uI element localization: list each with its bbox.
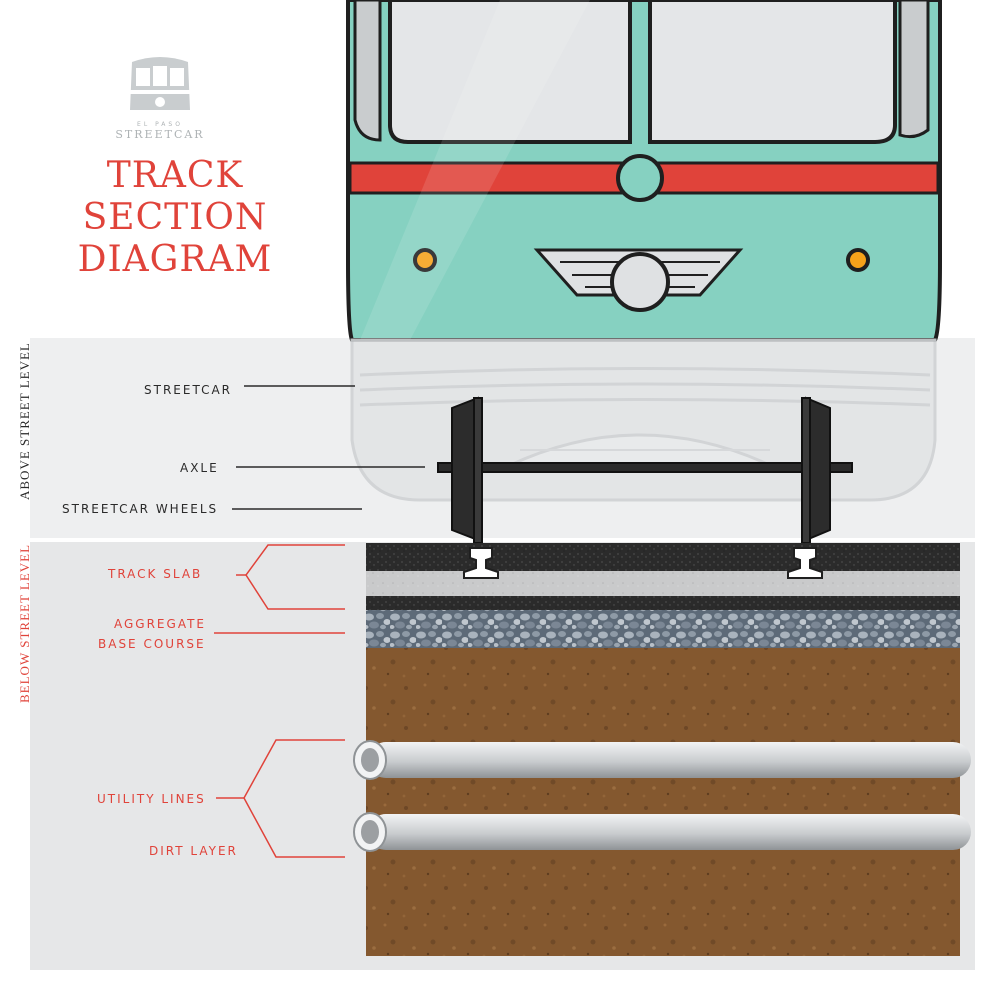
streetcar-wheels-label: STREETCAR WHEELS: [62, 502, 219, 516]
concrete-slab-layer: [366, 571, 960, 596]
logo-line2: STREETCAR: [115, 128, 205, 141]
above-street-level-label: ABOVE STREET LEVEL: [17, 342, 32, 500]
logo-line1: EL PASO: [137, 121, 183, 128]
page-title: TRACK SECTION DIAGRAM: [70, 155, 280, 281]
aggregate-label-line1: AGGREGATE: [114, 617, 207, 631]
streetcar-faded-lower: [350, 338, 937, 502]
title-line-1: TRACK: [106, 155, 244, 196]
left-wheel: [451, 396, 483, 544]
utility-lines-label: UTILITY LINES: [97, 792, 206, 806]
track-slab-label: TRACK SLAB: [108, 567, 203, 581]
title-line-2: SECTION: [82, 197, 268, 238]
utility-pipe-upper: [353, 740, 971, 780]
aggregate-label-line2: BASE COURSE: [98, 637, 206, 651]
left-rail: [463, 547, 499, 579]
title-line-3: DIAGRAM: [77, 239, 273, 280]
streetcar-logo: EL PASO STREETCAR: [110, 52, 210, 141]
streetcar-body: [346, 0, 942, 342]
dirt-layer: [366, 648, 960, 956]
aggregate-layer: [366, 610, 960, 648]
right-wheel: [801, 396, 831, 544]
dirt-layer-label: DIRT LAYER: [149, 844, 238, 858]
asphalt-bottom-layer: [366, 596, 960, 610]
utility-pipe-lower: [353, 812, 971, 852]
right-rail: [787, 547, 823, 579]
streetcar-label: STREETCAR: [144, 383, 233, 397]
utility-lines-leader: [216, 739, 345, 858]
track-slab-leader: [236, 544, 345, 610]
axle-label: AXLE: [180, 461, 219, 475]
below-street-level-label: BELOW STREET LEVEL: [17, 543, 32, 703]
axle-bar: [437, 462, 853, 473]
streetcar-logo-icon: [130, 57, 190, 110]
asphalt-top-layer: [366, 543, 960, 571]
